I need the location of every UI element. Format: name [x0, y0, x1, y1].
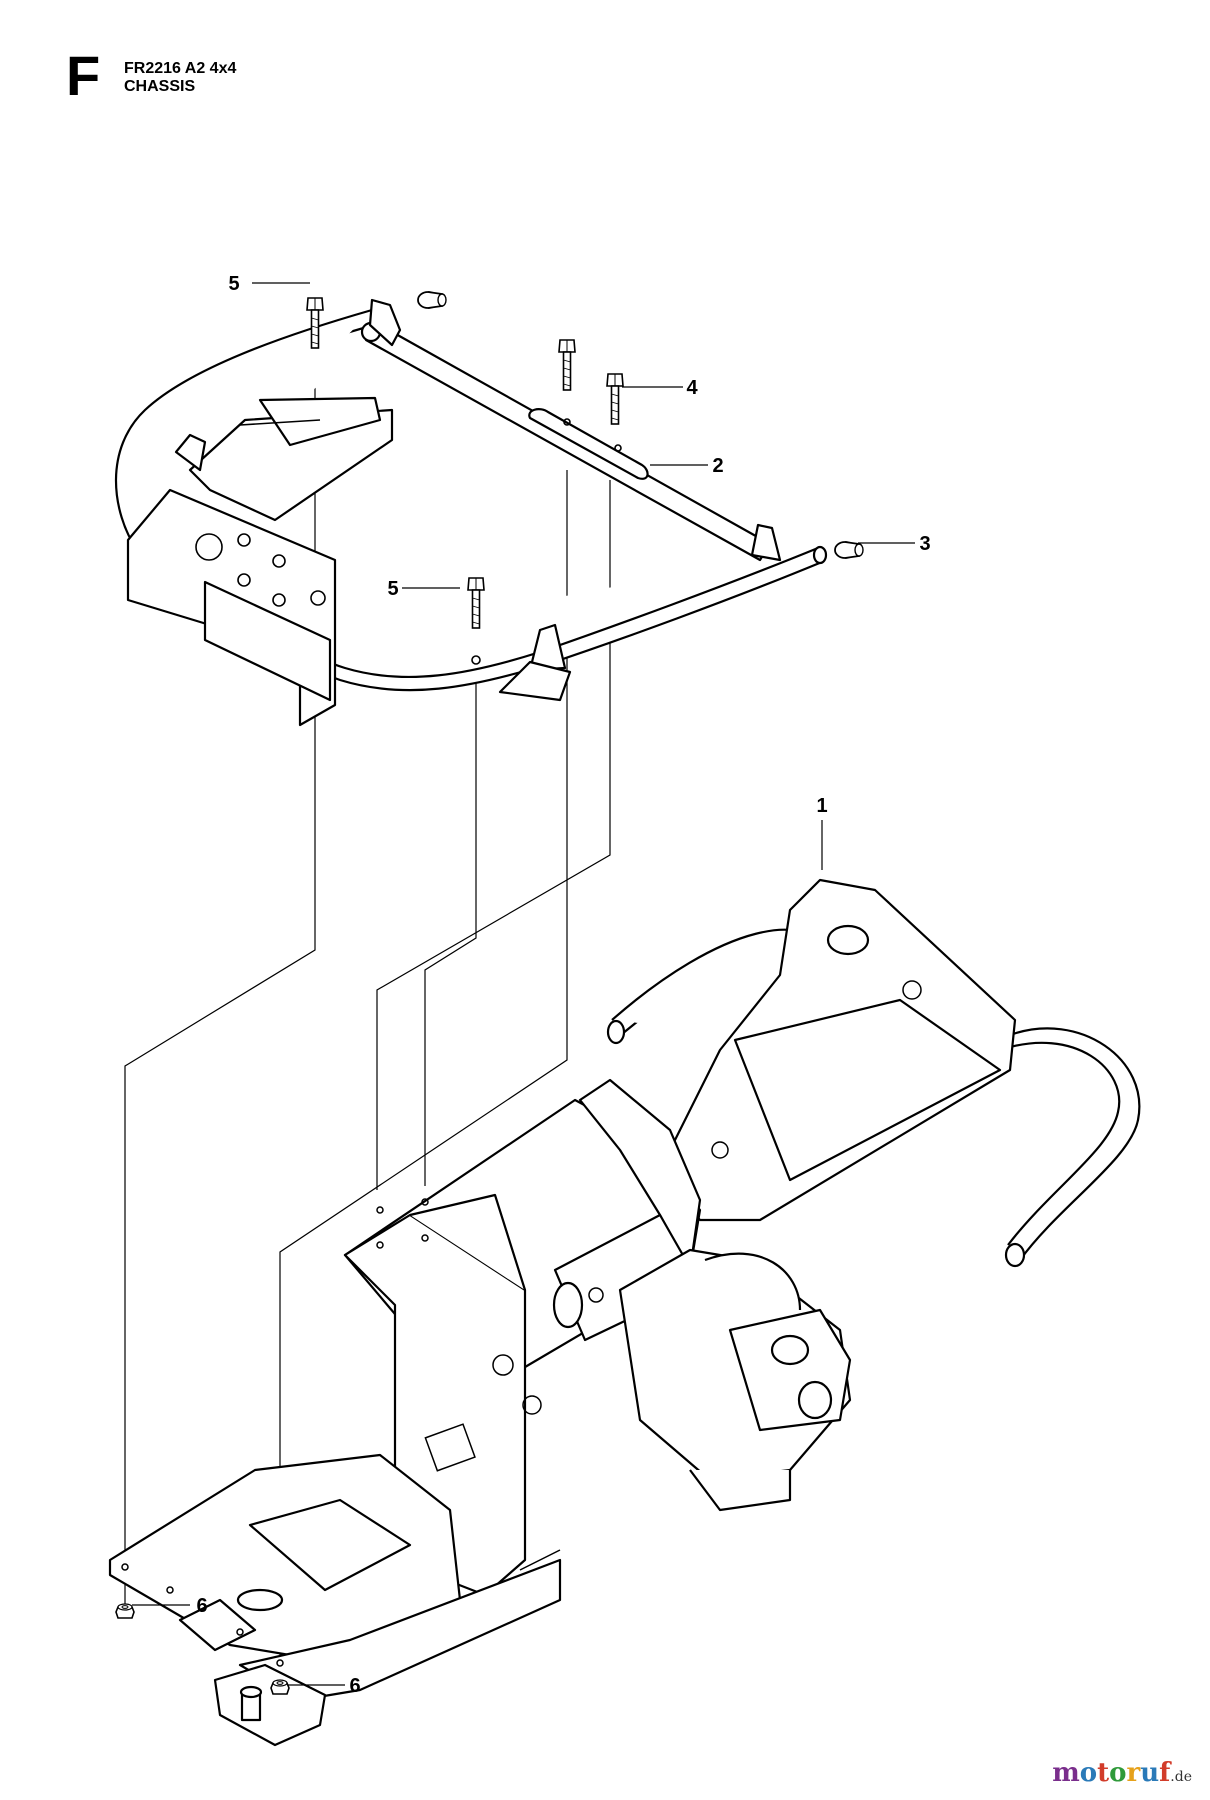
part-1-main-chassis — [108, 878, 1141, 1747]
bolt-4 — [606, 373, 624, 425]
callout-4: 4 — [686, 377, 698, 399]
end-cap-upper — [417, 291, 447, 309]
model-name: FR2216 A2 4x4 — [124, 60, 237, 77]
logo-letter: f — [1159, 1758, 1171, 1788]
logo-letter: r — [1126, 1758, 1141, 1788]
logo-letter: o — [1079, 1758, 1098, 1788]
part-2-details — [195, 418, 622, 665]
logo-letter: u — [1140, 1758, 1160, 1788]
logo-text: motoruf — [1052, 1758, 1170, 1788]
nut-6-right — [270, 1679, 290, 1695]
callout-1: 1 — [816, 795, 827, 817]
diagram-title: CHASSIS — [124, 78, 196, 95]
bolt-2a — [558, 339, 576, 391]
logo-suffix: .de — [1170, 1769, 1192, 1785]
end-cap-3 — [834, 541, 864, 559]
callout-2: 2 — [712, 455, 723, 477]
callout-6-right: 6 — [349, 1675, 360, 1697]
callout-5-upper: 5 — [228, 273, 239, 295]
logo-letter: o — [1109, 1758, 1127, 1788]
part-1-details — [121, 980, 922, 1667]
callout-leaders — [132, 282, 915, 1686]
callout-3: 3 — [919, 533, 930, 555]
part-2-upper-frame — [114, 298, 828, 727]
logo-letter: m — [1052, 1758, 1080, 1788]
nut-6-left — [115, 1603, 135, 1619]
motoruf-logo: motoruf.de — [1052, 1760, 1192, 1786]
logo-letter: t — [1097, 1758, 1110, 1788]
section-letter: F — [66, 44, 101, 107]
callout-5-lower: 5 — [387, 578, 398, 600]
callout-6-left: 6 — [196, 1595, 207, 1617]
